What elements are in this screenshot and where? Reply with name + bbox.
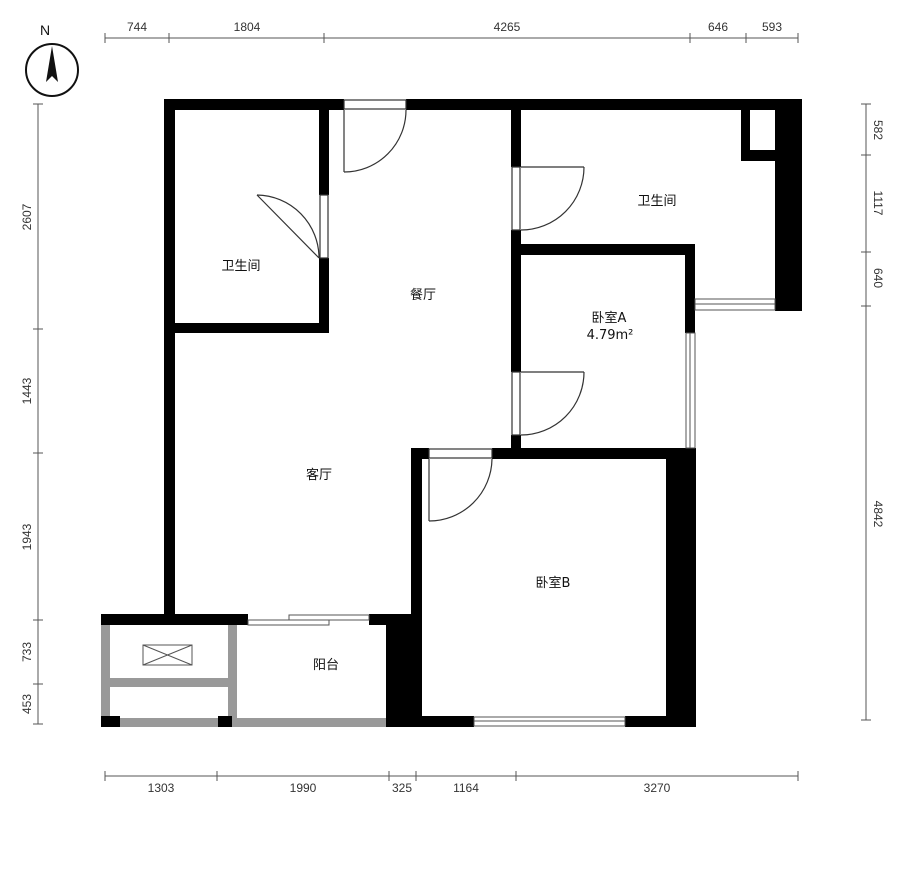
balcony-walls [101,614,387,727]
windows [473,298,776,727]
dim-left-1: 2607 [20,203,34,230]
dim-left-3: 1943 [20,523,34,550]
dim-left-2: 1443 [20,377,34,404]
bathroom-right-door [511,166,585,231]
dim-top-1: 744 [127,20,147,34]
dim-right-3: 640 [871,268,885,288]
bottom-dimension-labels: 1303 1990 325 1164 3270 [148,781,671,795]
dim-right-4: 4842 [871,501,885,528]
dim-top-2: 1804 [234,20,261,34]
dim-right-1: 582 [871,120,885,140]
north-label: N [40,22,50,38]
room-bathroom-left: 卫生间 [221,259,260,274]
north-compass: N [25,22,79,97]
north-arrow-icon [46,46,58,82]
dim-bottom-1: 1303 [148,781,175,795]
entrance-door [343,99,407,173]
top-dimension-line [104,33,799,43]
room-bedroom-a: 卧室A [592,310,627,326]
dim-top-3: 4265 [494,20,521,34]
bottom-dimension-line [104,771,799,781]
room-dining: 餐厅 [410,287,436,303]
dim-top-4: 646 [708,20,728,34]
room-living: 客厅 [306,467,332,483]
balcony-ac-unit [142,644,193,666]
right-dimension-labels: 582 1117 640 4842 [871,120,885,528]
bathroom-left-door [256,194,329,259]
dim-right-2: 1117 [871,191,885,216]
walls [101,99,802,727]
room-bedroom-b: 卧室B [536,575,571,591]
dim-left-5: 453 [20,694,34,714]
top-dimension-labels: 744 1804 4265 646 593 [127,20,782,34]
dim-top-5: 593 [762,20,782,34]
bedroom-a-door [511,371,585,436]
left-dimension-labels: 2607 1443 1943 733 453 [20,203,34,714]
room-balcony: 阳台 [313,658,339,673]
balcony-wall-ends [101,716,232,727]
dim-bottom-4: 1164 [453,781,479,795]
left-dimension-line [33,103,43,725]
balcony-sliding-door [247,614,370,626]
room-bedroom-a-area: 4.79m² [587,328,634,343]
room-labels: 卫生间 餐厅 卫生间 卧室A 4.79m² 客厅 卧室B 阳台 [221,194,676,673]
dim-bottom-3: 325 [392,781,412,795]
right-dimension-line [861,103,871,721]
dim-left-4: 733 [20,642,34,662]
dim-bottom-2: 1990 [290,781,317,795]
bedroom-b-door [428,448,493,522]
dim-bottom-5: 3270 [644,781,671,795]
room-bathroom-right: 卫生间 [637,194,676,209]
